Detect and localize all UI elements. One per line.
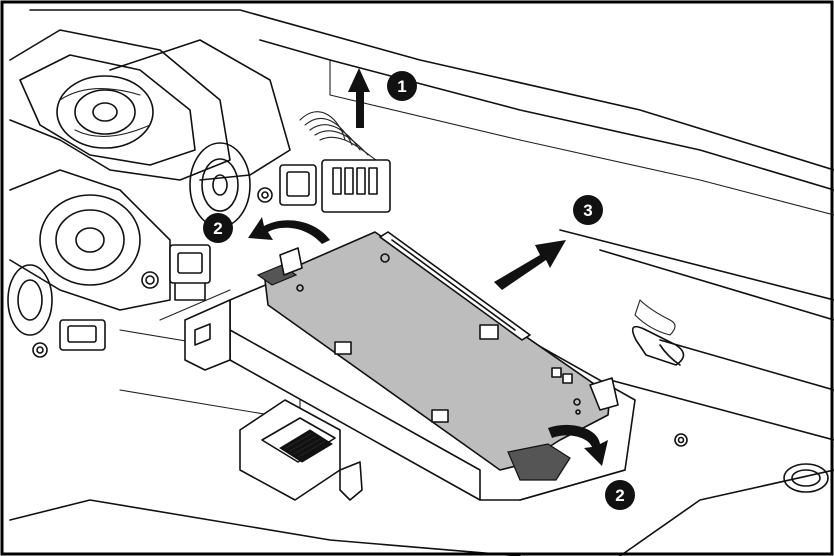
callout-1: 1 [387,71,417,101]
fan-modules [7,29,317,358]
callout-2-bottom: 2 [605,480,635,510]
callout-2-left: 2 [203,213,233,243]
callout-3-badge [573,195,603,225]
arrow-curve-down [548,424,608,466]
callout-2-bottom-label: 2 [615,486,624,505]
callout-2-left-label: 2 [213,219,222,238]
callout-2-left-badge [203,213,233,243]
io-connector [239,399,363,501]
callout-3: 3 [573,195,603,225]
callout-2-bottom-badge [605,480,635,510]
arrow-curve-left [248,217,330,244]
circuit-board [256,231,619,481]
server-chassis [9,9,834,556]
callout-1-badge [387,71,417,101]
arrow-up [348,68,370,128]
arrow-up-right [494,240,566,290]
callout-1-label: 1 [397,77,406,96]
direction-arrows [248,68,608,466]
cable-connector [299,111,391,213]
callout-3-label: 3 [583,201,592,220]
